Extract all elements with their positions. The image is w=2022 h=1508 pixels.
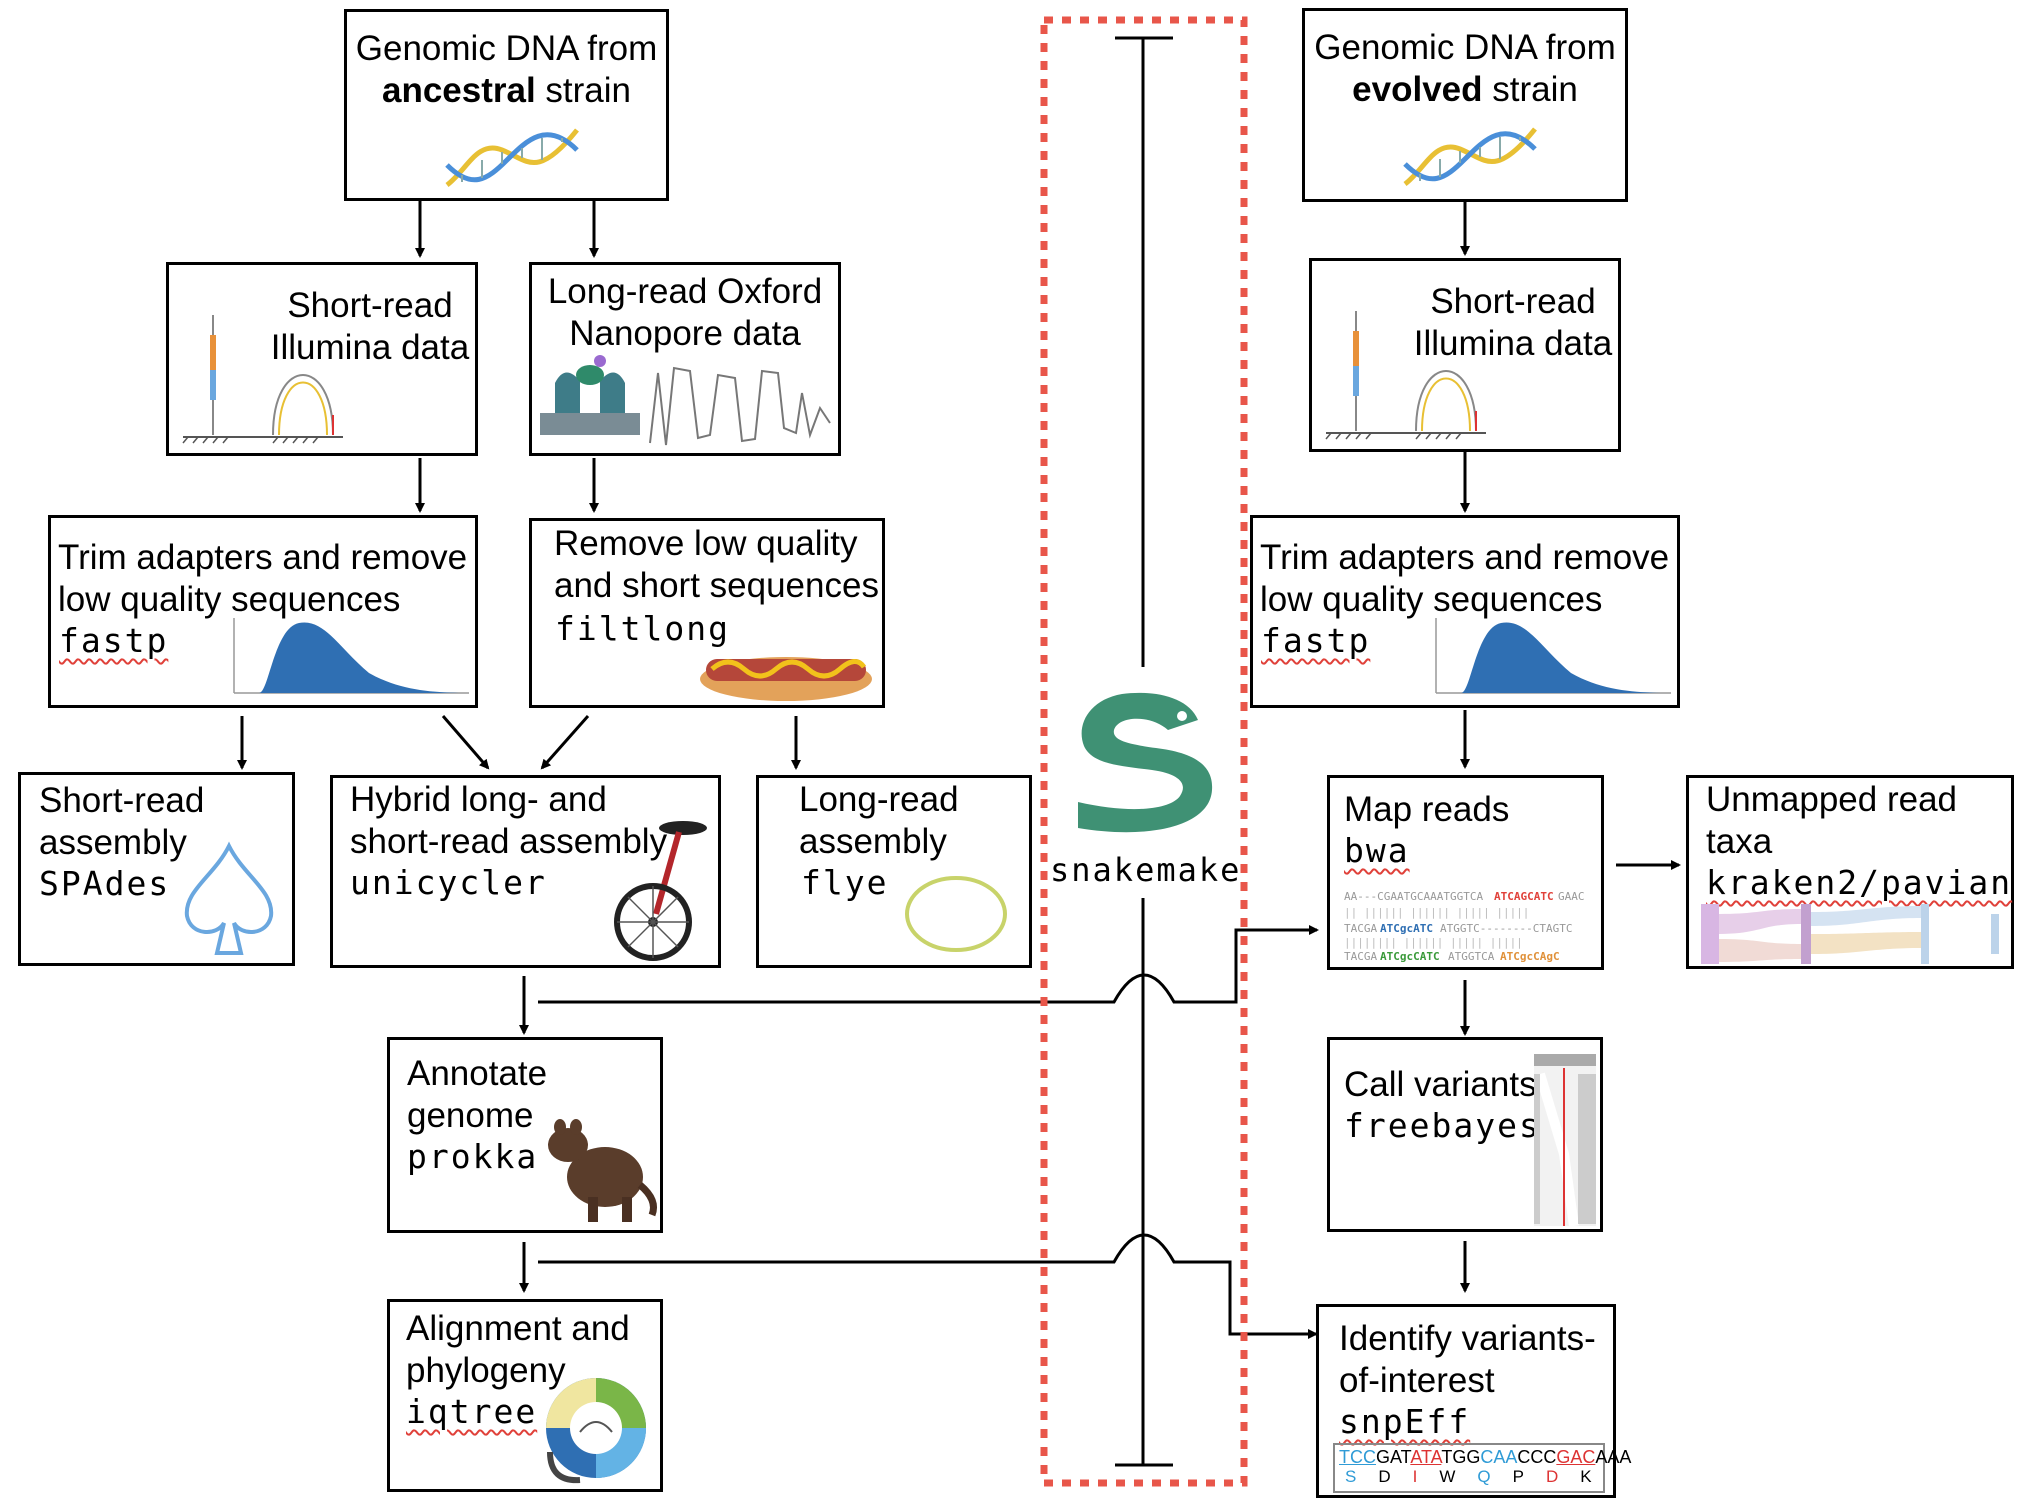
codon-translation-panel: TCCGATATATGGCAACCCGACAAA SDIWQPDK	[1333, 1443, 1631, 1493]
circular-genome-icon	[905, 876, 1007, 952]
left-trim-tool: fastp	[59, 621, 169, 660]
spade-icon	[184, 841, 274, 955]
connector-annotation-to-identify	[538, 1233, 1318, 1339]
ancestral-dna-title: Genomic DNA from ancestral strain	[355, 29, 658, 110]
arrow-filter-to-hybrid	[540, 715, 590, 770]
dna-sequence: TCCGATATATGGCAACCCGACAAA	[1339, 1447, 1632, 1467]
dna-helix-icon	[1403, 127, 1537, 186]
bwa-label: Map reads	[1344, 790, 1510, 829]
amino-acid-sequence: SDIWQPDK	[1345, 1467, 1614, 1486]
svg-text:|| |||||| |||||| ||||| ||||: || |||||| |||||| ||||| |||||	[1344, 906, 1529, 919]
svg-text:ATCAGCATC: ATCAGCATC	[1494, 890, 1554, 903]
freebayes-box: Call variants freebayes	[1327, 1037, 1603, 1232]
prokka-tool: prokka	[407, 1137, 539, 1176]
variant-pileup-icon	[1534, 1054, 1596, 1227]
svg-text:ATGGTC--------CTAGTC: ATGGTC--------CTAGTC	[1440, 922, 1572, 935]
unicycler-tool: unicycler	[350, 863, 547, 902]
snakemake-logo-icon	[1078, 692, 1213, 833]
sankey-taxa-icon	[1701, 904, 1999, 964]
svg-text:GAAC: GAAC	[1558, 890, 1585, 903]
quokka-icon	[548, 1119, 657, 1222]
quality-histogram-icon	[233, 618, 469, 694]
freebayes-label: Call variants	[1344, 1065, 1537, 1104]
iqtree-tool: iqtree	[406, 1392, 538, 1431]
bwa-box: Map reads bwa AA---CGAATGCAAATGGTCA ATCAG…	[1327, 775, 1604, 970]
evolved-dna-title: Genomic DNA from evolved strain	[1314, 28, 1616, 109]
quality-histogram-icon	[1435, 618, 1671, 694]
arrow-trim-to-hybrid	[441, 715, 490, 770]
kraken-tool: kraken2/pavian	[1706, 863, 2013, 902]
snakemake-region	[1040, 16, 1248, 1487]
evolved-dna-box: Genomic DNA from evolved strain	[1302, 8, 1628, 202]
svg-text:|||||||| |||||| ||||| |||||: |||||||| |||||| ||||| |||||	[1344, 936, 1523, 949]
filter-tool: filtlong	[555, 609, 730, 648]
freebayes-tool: freebayes	[1344, 1106, 1541, 1145]
snakemake-logo-shape	[1078, 692, 1213, 833]
snpeff-box: Identify variants-of-interest snpEff TCC…	[1316, 1304, 1631, 1498]
nanopore-signal-icon	[540, 355, 831, 446]
svg-text:AA---CGAATGCAAATGGTCA: AA---CGAATGCAAATGGTCA	[1344, 890, 1483, 903]
connector-assembly-to-map	[538, 925, 1319, 1004]
illumina-read-diagram-icon	[1325, 311, 1486, 440]
unicycle-icon	[614, 821, 707, 961]
svg-text:ATCgcATC: ATCgcATC	[1380, 922, 1433, 935]
illumina-read-diagram-icon	[182, 315, 343, 444]
ancestral-dna-box: Genomic DNA from ancestral strain	[344, 9, 669, 201]
spades-tool: SPAdes	[39, 864, 171, 903]
right-trim-tool: fastp	[1261, 621, 1371, 660]
svg-text:ATCgcCATC: ATCgcCATC	[1380, 950, 1440, 963]
snpeff-label: Identify variants-of-interest	[1339, 1319, 1596, 1400]
svg-text:ATCgcCAgC: ATCgcCAgC	[1500, 950, 1560, 963]
hotdog-icon	[700, 657, 872, 701]
phylogeny-wheel-icon	[546, 1378, 646, 1484]
svg-text:ATGGTCA: ATGGTCA	[1448, 950, 1495, 963]
svg-text:TACGA: TACGA	[1344, 922, 1377, 935]
svg-text:TACGA: TACGA	[1344, 950, 1377, 963]
dna-helix-icon	[445, 128, 579, 187]
snakemake-label: snakemake	[1050, 851, 1242, 889]
read-alignment-icon: AA---CGAATGCAAATGGTCA ATCAGCATC GAAC || ||…	[1344, 890, 1585, 963]
snpeff-tool: snpEff	[1339, 1402, 1471, 1441]
bwa-tool: bwa	[1344, 831, 1410, 870]
flye-tool: flye	[801, 863, 889, 902]
